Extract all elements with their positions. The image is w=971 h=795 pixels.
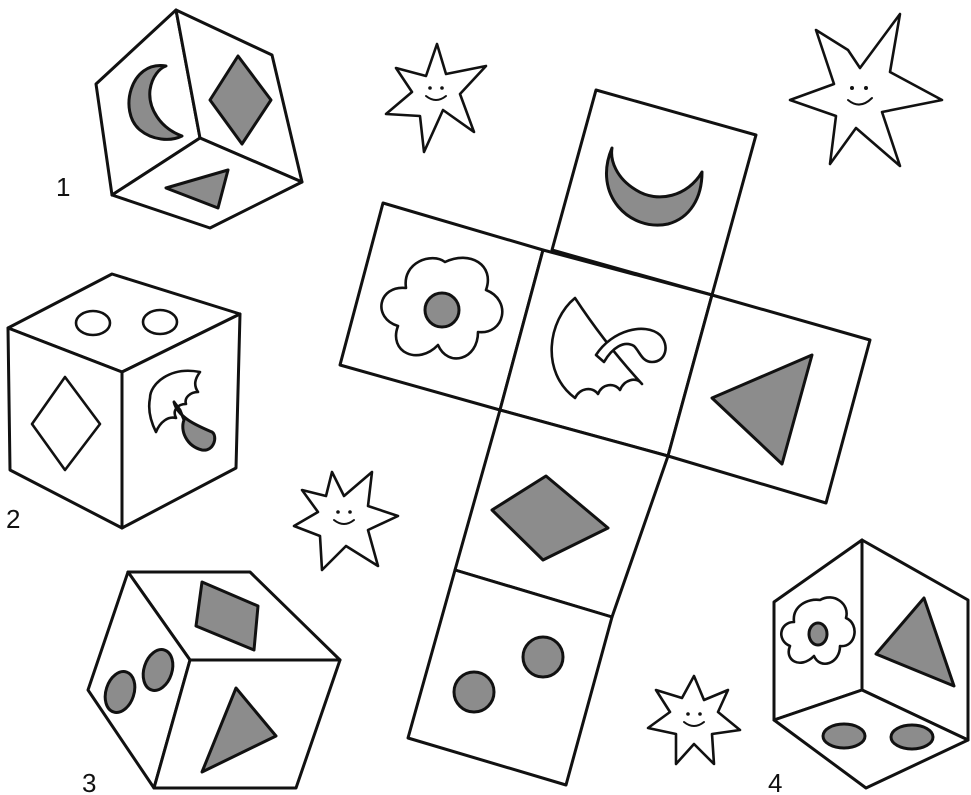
cube-4-label: 4 — [768, 768, 782, 795]
cube-4: 4 — [768, 540, 968, 795]
cube-3: 3 — [82, 572, 340, 795]
cube-2: 2 — [6, 274, 240, 534]
cube-2-label: 2 — [6, 504, 20, 534]
star-face-icon — [648, 676, 740, 764]
cube-1: 1 — [56, 10, 302, 228]
star-face-icon — [790, 14, 942, 166]
star-face-icon — [386, 44, 486, 152]
cube-1-label: 1 — [56, 172, 70, 202]
cube-3-label: 3 — [82, 768, 96, 795]
star-face-icon — [294, 472, 398, 570]
